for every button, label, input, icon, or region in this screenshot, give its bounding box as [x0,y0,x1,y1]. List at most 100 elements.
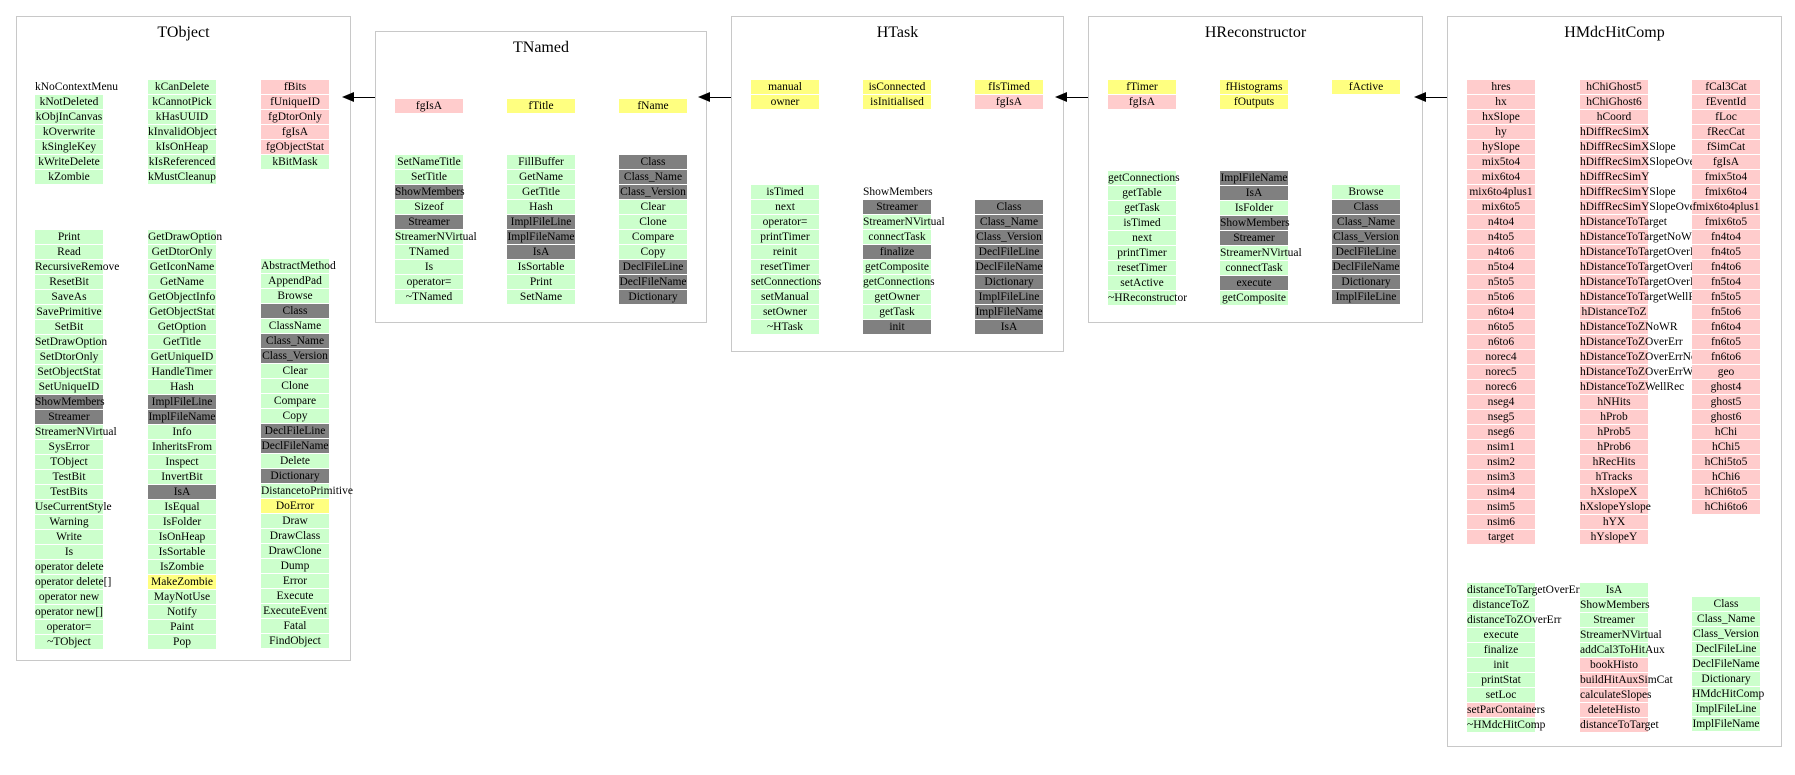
member-item: setManual [751,290,819,304]
member-item: kObjInCanvas [35,110,103,124]
member-item: Dictionary [1332,275,1400,289]
member-label: SetDrawOption [35,336,108,348]
member-item: hDiffRecSimXSlope [1580,140,1676,154]
member-label: distanceToTarget [1580,719,1659,731]
member-item: Streamer [35,410,103,424]
member-item: nseg4 [1467,395,1535,409]
member-label: hChi6to5 [1704,486,1748,498]
member-label: getOwner [874,291,920,303]
member-item: SetNameTitle [395,155,463,169]
member-item: distanceToZ [1467,598,1535,612]
member-label: Info [172,426,192,438]
member-item: kHasUUID [148,110,216,124]
inheritance-arrow-hreconstructor-to-htask [1055,92,1088,102]
member-label: fn4to4 [1710,231,1742,243]
member-label: ~HTask [766,321,804,333]
member-label: hChi5 [1711,441,1741,453]
member-item: fmix6to4 [1692,185,1760,199]
member-item: mix6to4plus1 [1467,185,1535,199]
member-label: Hash [170,381,194,393]
member-label: printTimer [760,231,810,243]
member-label: Dictionary [628,291,678,303]
member-item: fgIsA [261,125,329,139]
member-label: Browse [277,290,313,302]
member-label: fgIsA [995,96,1023,108]
member-item: owner [751,95,819,109]
member-item: getTask [1108,201,1176,215]
member-item: getConnections [863,275,935,289]
member-label: n5to5 [1487,276,1515,288]
member-label: InheritsFrom [151,441,213,453]
member-label: hYslopeY [1590,531,1638,543]
member-label: ResetBit [49,276,89,288]
member-label: Class_Version [1333,231,1399,243]
member-label: fn5to5 [1710,291,1742,303]
member-item: GetName [148,275,216,289]
member-label: Streamer [876,201,918,213]
class-title: HMdcHitComp [1564,24,1665,41]
member-label: DrawClone [268,545,322,557]
member-label: TestBit [52,471,86,483]
member-label: ~TNamed [405,291,453,303]
member-label: TestBits [50,486,88,498]
member-item: hChi6to6 [1692,500,1760,514]
member-label: distanceToZ [1472,599,1530,611]
member-item: norec6 [1467,380,1535,394]
member-item: DeclFileName [261,439,329,453]
member-item: Pop [148,635,216,649]
member-item: IsA [975,320,1043,334]
member-item: execute [1467,628,1535,642]
member-label: IsA [532,246,550,258]
member-label: Clear [640,201,666,213]
member-label: nsim5 [1486,501,1516,513]
member-label: Streamer [48,411,90,423]
member-item: hChiGhost6 [1580,95,1648,109]
member-label: ghost5 [1710,396,1742,408]
member-item: fgObjectStat [261,140,329,154]
member-item: IsFolder [148,515,216,529]
member-label: finalize [879,246,915,258]
member-label: AbstractMethod [261,260,336,272]
member-item: Class_Name [975,215,1043,229]
member-label: HandleTimer [151,366,213,378]
member-label: SetName [519,291,563,303]
member-label: Print [529,276,553,288]
member-item: fEventId [1692,95,1760,109]
member-label: nseg6 [1487,426,1515,438]
member-item: ShowMembers [1580,598,1650,612]
member-label: fTimer [1126,81,1158,93]
member-item: IsEqual [148,500,216,514]
member-item: IsOnHeap [148,530,216,544]
member-item: hDistanceToZNoWR [1580,320,1678,334]
member-label: GetDtorOnly [151,246,213,258]
member-item: manual [751,80,819,94]
member-label: norec5 [1485,366,1517,378]
member-item: Class [1332,200,1400,214]
member-item: ImplFileName [1692,717,1760,731]
member-label: isTimed [1123,217,1161,229]
member-label: getComposite [865,261,929,273]
member-item: IsA [507,245,575,259]
member-item: ghost5 [1692,395,1760,409]
member-label: DrawClass [269,530,321,542]
member-item: bookHisto [1580,658,1648,672]
member-item: fgIsA [975,95,1043,109]
member-label: IsA [1605,584,1623,596]
member-label: fmix5to4 [1704,171,1748,183]
member-item: Copy [619,245,687,259]
member-label: hxSlope [1482,111,1520,123]
member-label: ImplFileName [975,306,1043,318]
member-label: GetIconName [149,261,215,273]
member-label: Clone [281,380,309,392]
member-label: fBits [283,81,307,93]
member-item: Write [35,530,103,544]
member-label: hDiffRecSimY [1580,171,1650,183]
member-label: fCal3Cat [1705,81,1747,93]
member-label: Class_Name [1696,613,1756,625]
member-item: kIsOnHeap [148,140,216,154]
member-item: n5to4 [1467,260,1535,274]
member-item: mix6to4 [1467,170,1535,184]
